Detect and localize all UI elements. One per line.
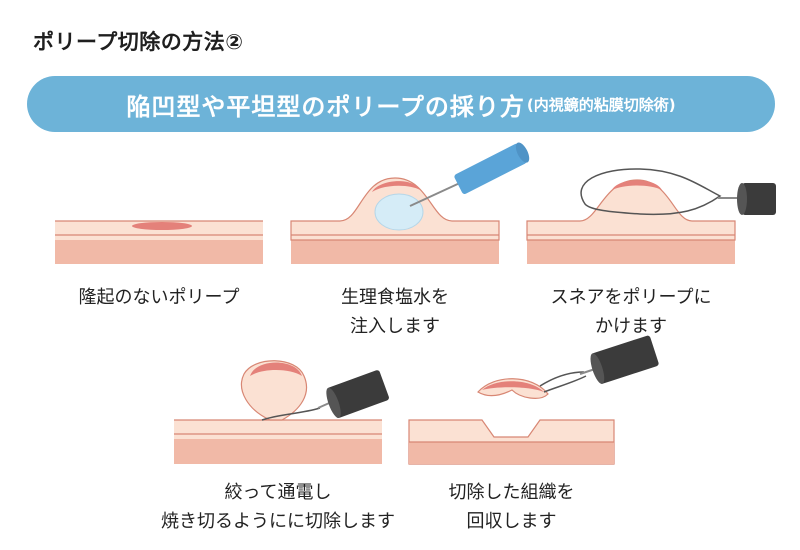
snare-device-icon <box>317 370 389 419</box>
resected-tissue <box>477 378 549 399</box>
tissue-stripe <box>527 240 735 264</box>
step-4-caption: 絞って通電し 焼き切るようにに切除します <box>134 478 422 536</box>
tissue-stripe <box>409 442 614 464</box>
step-5-line-1: 切除した組織を <box>448 482 575 503</box>
step-5-illustration <box>408 335 659 465</box>
banner-main-text: 陥凹型や平坦型のポリープの採り方 <box>126 92 525 121</box>
step-4-line-2: 焼き切るようにに切除します <box>161 511 395 532</box>
step-2-illustration <box>290 142 530 264</box>
step-1-illustration <box>55 220 263 264</box>
banner-sub-text: (内視鏡的粘膜切除術) <box>526 95 676 114</box>
snare-device-icon <box>718 183 776 215</box>
raised-lesion <box>372 181 420 192</box>
snare-wire <box>539 371 587 393</box>
saline-bubble <box>374 193 424 231</box>
title-banner: 陥凹型や平坦型のポリープの採り方 (内視鏡的粘膜切除術) <box>27 76 775 132</box>
tissue-stripe <box>291 240 499 264</box>
page-title: ポリープ切除の方法② <box>33 30 244 54</box>
step-2-line-2: 注入します <box>350 316 440 337</box>
tissue-stripe <box>174 439 382 464</box>
flat-lesion <box>132 222 192 230</box>
step-4-line-1: 絞って通電し <box>224 482 332 503</box>
tissue-stripe <box>55 240 263 264</box>
step-3-line-1: スネアをポリープに <box>550 287 712 308</box>
snare-wire <box>261 407 321 421</box>
step-5-line-2: 回収します <box>466 511 557 532</box>
step-4-illustration <box>174 360 389 464</box>
step-1-caption: 隆起のないポリープ <box>55 283 263 312</box>
step-3-caption: スネアをポリープに かけます <box>527 283 735 341</box>
step-2-line-1: 生理食塩水を <box>341 287 449 308</box>
syringe-icon <box>409 142 530 207</box>
polyp-icon <box>240 360 308 421</box>
step-1-line-1: 隆起のないポリープ <box>78 287 240 308</box>
step-2-caption: 生理食塩水を 注入します <box>291 283 499 341</box>
step-5-caption: 切除した組織を 回収します <box>409 478 614 536</box>
step-3-illustration <box>526 168 776 264</box>
step-3-line-2: かけます <box>595 316 667 337</box>
tissue-bulge <box>526 179 736 241</box>
snare-device-icon <box>579 335 659 384</box>
raised-lesion <box>612 180 662 190</box>
snare-loop <box>580 168 722 216</box>
